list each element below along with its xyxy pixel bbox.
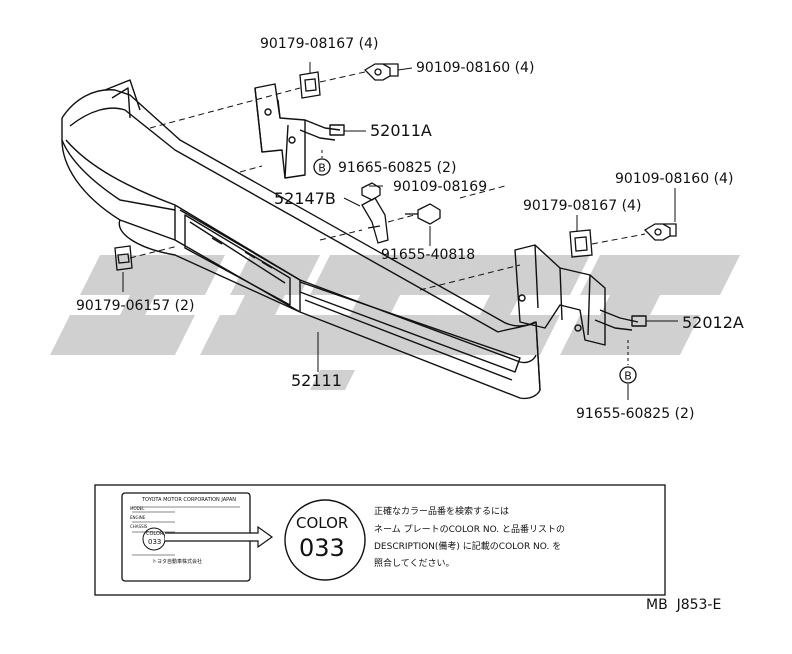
label-nut-center: 90109-08169 <box>393 179 488 195</box>
label-clip-left: 90179-06157 (2) <box>76 298 195 314</box>
page-code: MB J853-E <box>646 597 722 613</box>
clip-left <box>114 245 133 271</box>
plate-row-engine: ENGINE <box>130 515 146 520</box>
label-nut-top: 90109-08160 (4) <box>416 60 535 76</box>
color-code: 033 <box>299 534 345 562</box>
plate-footer: トヨタ自動車株式会社 <box>152 559 203 565</box>
label-clip-right: 90179-08167 (4) <box>523 198 642 214</box>
label-bracket-right: 52012A <box>682 313 744 332</box>
bolt-center <box>405 203 441 225</box>
plate-header: TOYOTA MOTOR CORPORATION JAPAN <box>142 497 237 503</box>
callout-b-left: B <box>313 158 331 176</box>
clip-top <box>299 71 321 99</box>
plate-color-small: COLOR <box>146 531 164 537</box>
note-line-4: 照合してください。 <box>374 559 455 569</box>
plate-color-code-small: 033 <box>148 538 162 546</box>
note-line-1: 正確なカラー品番を検索するには <box>374 507 510 517</box>
color-plate-panel <box>94 484 666 596</box>
plate-row-chassis: CHASSIS <box>130 524 148 529</box>
watermark-logo <box>50 255 740 390</box>
callout-b-right: B <box>619 366 637 384</box>
nut-right <box>643 223 677 241</box>
rear-bumper <box>61 79 541 400</box>
arrow-icon <box>165 525 274 549</box>
nut-center <box>361 182 381 201</box>
note-line-3: DESCRIPTION(備考) に記載のCOLOR NO. を <box>374 542 562 552</box>
label-nut-right: 90109-08160 (4) <box>615 171 734 187</box>
bracket-right <box>514 244 647 346</box>
label-clip-top: 90179-08167 (4) <box>260 36 379 52</box>
note-line-2: ネーム プレートのCOLOR NO. と品番リストの <box>374 525 566 535</box>
color-word: COLOR <box>296 514 349 532</box>
svg-text:B: B <box>624 370 632 383</box>
label-bracket-left: 52011A <box>370 121 432 140</box>
label-bolt-center: 91655-40818 <box>381 247 476 263</box>
label-stay: 52147B <box>274 189 336 208</box>
svg-text:B: B <box>318 162 326 175</box>
label-bumper: 52111 <box>291 371 342 390</box>
nut-top <box>363 63 399 81</box>
color-badge <box>284 499 366 581</box>
leader-lines <box>122 62 678 400</box>
clip-right <box>569 229 593 258</box>
stay-bracket <box>361 197 389 244</box>
plate-row-model: MODEL <box>130 506 145 511</box>
label-bolt-left: 91665-60825 (2) <box>338 160 457 176</box>
bracket-left <box>254 83 345 179</box>
label-bolt-right: 91655-60825 (2) <box>576 406 695 422</box>
